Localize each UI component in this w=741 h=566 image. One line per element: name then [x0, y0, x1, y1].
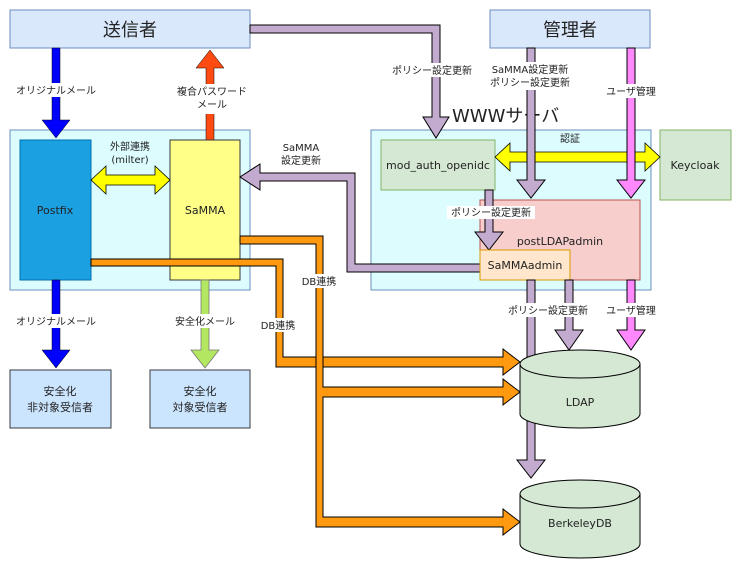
- label-db-link-1: DB連携: [261, 319, 296, 332]
- www-server-title: WWWサーバ: [452, 106, 559, 127]
- recipient-target-line2: 対象受信者: [173, 400, 228, 414]
- recipient-target-box: [149, 369, 251, 429]
- samma-box: [169, 139, 241, 281]
- label-original-mail-out: オリジナルメール: [16, 316, 96, 328]
- label-auth: 認証: [560, 132, 580, 145]
- label-password-mail-1: 複合パスワード: [177, 85, 247, 98]
- ldap-label: LDAP: [566, 396, 595, 409]
- label-admin-policy-2: ポリシー設定更新: [490, 76, 570, 89]
- ldap-cylinder: [519, 349, 641, 429]
- sammaadmin-label: SaMMAadmin: [488, 259, 563, 272]
- sammaadmin-box: [479, 249, 571, 281]
- label-milter-1: 外部連携: [110, 140, 150, 153]
- recipient-nontarget-box: [9, 369, 112, 429]
- label-milter-2: (milter): [111, 155, 148, 166]
- recipient-nontarget-line1: 安全化: [44, 384, 77, 398]
- arrow-auth: [494, 142, 661, 172]
- postldapadmin-label: postLDAPadmin: [517, 235, 603, 248]
- mod-auth-openidc-box: [380, 139, 496, 191]
- mod-auth-openidc-label: mod_auth_openidc: [386, 159, 490, 172]
- arrow-admin-user-mgmt: [615, 47, 647, 199]
- label-policy-bottom: ポリシー設定更新: [508, 304, 588, 317]
- samma-label: SaMMA: [185, 204, 226, 217]
- admin-label: 管理者: [543, 20, 597, 41]
- label-original-mail-in: オリジナルメール: [16, 85, 96, 97]
- label-safe-mail: 安全化メール: [175, 315, 235, 328]
- keycloak-label: Keycloak: [671, 159, 721, 172]
- label-password-mail-2: メール: [197, 100, 227, 111]
- recipient-target-line1: 安全化: [184, 384, 217, 398]
- label-samma-config-2: 設定更新: [281, 154, 321, 167]
- keycloak-box: [659, 129, 732, 201]
- arrow-milter: [90, 165, 171, 195]
- postfix-label: Postfix: [37, 204, 74, 217]
- arrow-db-link-postfix-ldap: [90, 258, 521, 377]
- label-samma-config-1: SaMMA: [283, 143, 320, 154]
- admin-box: [489, 9, 651, 49]
- sender-label: 送信者: [103, 20, 157, 41]
- sender-box: [9, 9, 251, 49]
- label-user-mgmt-bottom: ユーザ管理: [606, 304, 656, 317]
- berkeleydb-cylinder: [519, 479, 641, 559]
- arrow-samma-config: [239, 163, 481, 273]
- berkeleydb-label: BerkeleyDB: [548, 517, 612, 530]
- arrow-sender-to-modauth: [249, 24, 450, 139]
- label-policy-sender: ポリシー設定更新: [392, 64, 472, 77]
- label-policy-inner: ポリシー設定更新: [451, 206, 531, 219]
- label-db-link-2: DB連携: [302, 275, 337, 288]
- label-admin-policy-1: SaMMA設定更新: [492, 63, 569, 76]
- arrow-modauth-to-sammaadmin: [473, 189, 505, 251]
- recipient-nontarget-line2: 非対象受信者: [27, 400, 93, 414]
- arrow-db-link-samma-ldap: [239, 235, 521, 537]
- label-user-mgmt-top: ユーザ管理: [606, 85, 656, 98]
